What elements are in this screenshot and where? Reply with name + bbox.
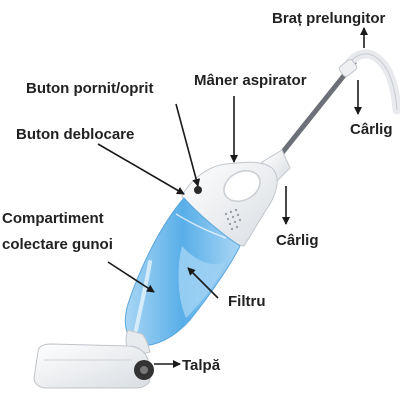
- label-filter: Filtru: [228, 293, 266, 310]
- label-base: Talpă: [182, 357, 221, 374]
- arrow-dust-compartment: [107, 261, 155, 293]
- label-hook-top: Cârlig: [350, 121, 393, 138]
- extension-arm: [271, 49, 400, 166]
- label-hook-mid: Cârlig: [276, 232, 319, 249]
- floor-head: [33, 329, 154, 389]
- annotation-arrows: [97, 27, 368, 368]
- arrow-release-button: [97, 143, 185, 195]
- arrow-power-button: [175, 103, 201, 187]
- label-vacuum-handle: Mâner aspirator: [194, 72, 307, 89]
- label-power-button: Buton pornit/oprit: [26, 80, 154, 97]
- label-dust-compartment-line2: colectare gunoi: [2, 236, 113, 253]
- arrow-filter: [187, 267, 219, 299]
- label-release-button: Buton deblocare: [16, 126, 135, 143]
- power-button-dot: [194, 186, 202, 194]
- vent-grille: [224, 208, 242, 231]
- label-dust-compartment-line1: Compartiment: [2, 210, 104, 227]
- label-extension-arm: Braț prelungitor: [272, 10, 386, 27]
